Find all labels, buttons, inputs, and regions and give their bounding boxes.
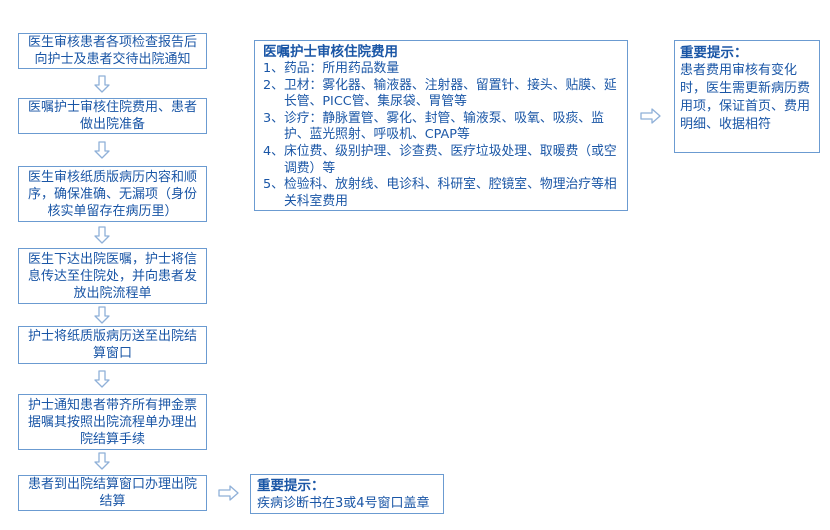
fee-item-text: 床位费、级别护理、诊查费、医疗垃圾处理、取暖费（或空调费）等 bbox=[283, 143, 617, 176]
step-6-text: 护士通知患者带齐所有押金票据嘱其按照出院流程单办理出院结算手续 bbox=[27, 397, 197, 447]
fee-item-text: 检验科、放射线、电诊科、科研室、腔镜室、物理治疗等相关科室费用 bbox=[283, 177, 617, 209]
fee-note-title: 重要提示： bbox=[680, 45, 748, 61]
fee-item: 5、 检验科、放射线、电诊科、科研室、腔镜室、物理治疗等相关科室费用 bbox=[263, 177, 619, 210]
window-note-box: 重要提示： 疾病诊断书在3或4号窗口盖章 bbox=[250, 474, 444, 514]
fee-item-text: 药品：所用药品数量 bbox=[283, 61, 400, 76]
step-3-text: 医生审核纸质版病历内容和顺序，确保准确、无漏项（身份核实单留存在病历里） bbox=[27, 169, 197, 219]
fee-item: 3、 诊疗：静脉置管、雾化、封管、输液泵、吸氧、吸痰、监护、蓝光照射、呼吸机、C… bbox=[263, 111, 619, 144]
step-4-box: 医生下达出院医嘱，护士将信息传达至住院处，并向患者发放出院流程单 bbox=[18, 248, 207, 304]
window-note-title: 重要提示： bbox=[257, 478, 325, 494]
step-7-box: 患者到出院结算窗口办理出院结算 bbox=[18, 475, 207, 511]
step-6-box: 护士通知患者带齐所有押金票据嘱其按照出院流程单办理出院结算手续 bbox=[18, 394, 207, 450]
down-arrow-shape bbox=[94, 75, 110, 93]
right-arrow-icon bbox=[640, 107, 662, 129]
fee-item: 1、 药品：所用药品数量 bbox=[263, 61, 619, 78]
fee-panel-list: 1、 药品：所用药品数量 2、 卫材：雾化器、输液器、注射器、留置针、接头、贴膜… bbox=[263, 61, 619, 210]
fee-item-number: 3、 bbox=[263, 110, 284, 126]
step-1-box: 医生审核患者各项检查报告后向护士及患者交待出院通知 bbox=[18, 33, 207, 69]
down-arrow-shape bbox=[94, 226, 110, 244]
right-arrow-shape bbox=[640, 108, 661, 124]
window-note-text: 疾病诊断书在3或4号窗口盖章 bbox=[257, 496, 430, 511]
step-2-text: 医嘱护士审核住院费用、患者做出院准备 bbox=[27, 100, 197, 132]
right-arrow-icon bbox=[218, 484, 240, 506]
fee-panel-title: 医嘱护士审核住院费用 bbox=[263, 44, 398, 60]
fee-item-number: 4、 bbox=[263, 143, 284, 159]
step-4-text: 医生下达出院医嘱，护士将信息传达至住院处，并向患者发放出院流程单 bbox=[27, 251, 197, 301]
fee-item-text: 卫材：雾化器、输液器、注射器、留置针、接头、贴膜、延长管、PICC管、集尿袋、胃… bbox=[283, 77, 617, 110]
fee-item-text: 诊疗：静脉置管、雾化、封管、输液泵、吸氧、吸痰、监护、蓝光照射、呼吸机、CPAP… bbox=[283, 110, 604, 143]
step-5-text: 护士将纸质版病历送至出院结算窗口 bbox=[27, 329, 197, 361]
fee-note-box: 重要提示： 患者费用审核有变化时，医生需更新病历费用项，保证首页、费用明细、收据… bbox=[674, 40, 820, 153]
fee-item-number: 2、 bbox=[263, 77, 284, 93]
fee-panel: 医嘱护士审核住院费用 1、 药品：所用药品数量 2、 卫材：雾化器、输液器、注射… bbox=[254, 40, 628, 211]
step-5-box: 护士将纸质版病历送至出院结算窗口 bbox=[18, 326, 207, 364]
down-arrow-shape bbox=[94, 370, 110, 388]
fee-note-text: 患者费用审核有变化时，医生需更新病历费用项，保证首页、费用明细、收据相符 bbox=[680, 63, 811, 132]
step-2-box: 医嘱护士审核住院费用、患者做出院准备 bbox=[18, 98, 207, 134]
step-3-box: 医生审核纸质版病历内容和顺序，确保准确、无漏项（身份核实单留存在病历里） bbox=[18, 166, 207, 222]
fee-item-number: 1、 bbox=[263, 61, 284, 76]
fee-item-number: 5、 bbox=[263, 177, 284, 193]
step-7-text: 患者到出院结算窗口办理出院结算 bbox=[27, 477, 197, 509]
fee-item: 2、 卫材：雾化器、输液器、注射器、留置针、接头、贴膜、延长管、PICC管、集尿… bbox=[263, 78, 619, 111]
step-1-text: 医生审核患者各项检查报告后向护士及患者交待出院通知 bbox=[27, 35, 197, 67]
down-arrow-shape bbox=[94, 452, 110, 470]
right-arrow-shape bbox=[218, 485, 239, 501]
down-arrow-shape bbox=[94, 306, 110, 324]
down-arrow-shape bbox=[94, 141, 110, 159]
fee-item: 4、 床位费、级别护理、诊查费、医疗垃圾处理、取暖费（或空调费）等 bbox=[263, 144, 619, 177]
